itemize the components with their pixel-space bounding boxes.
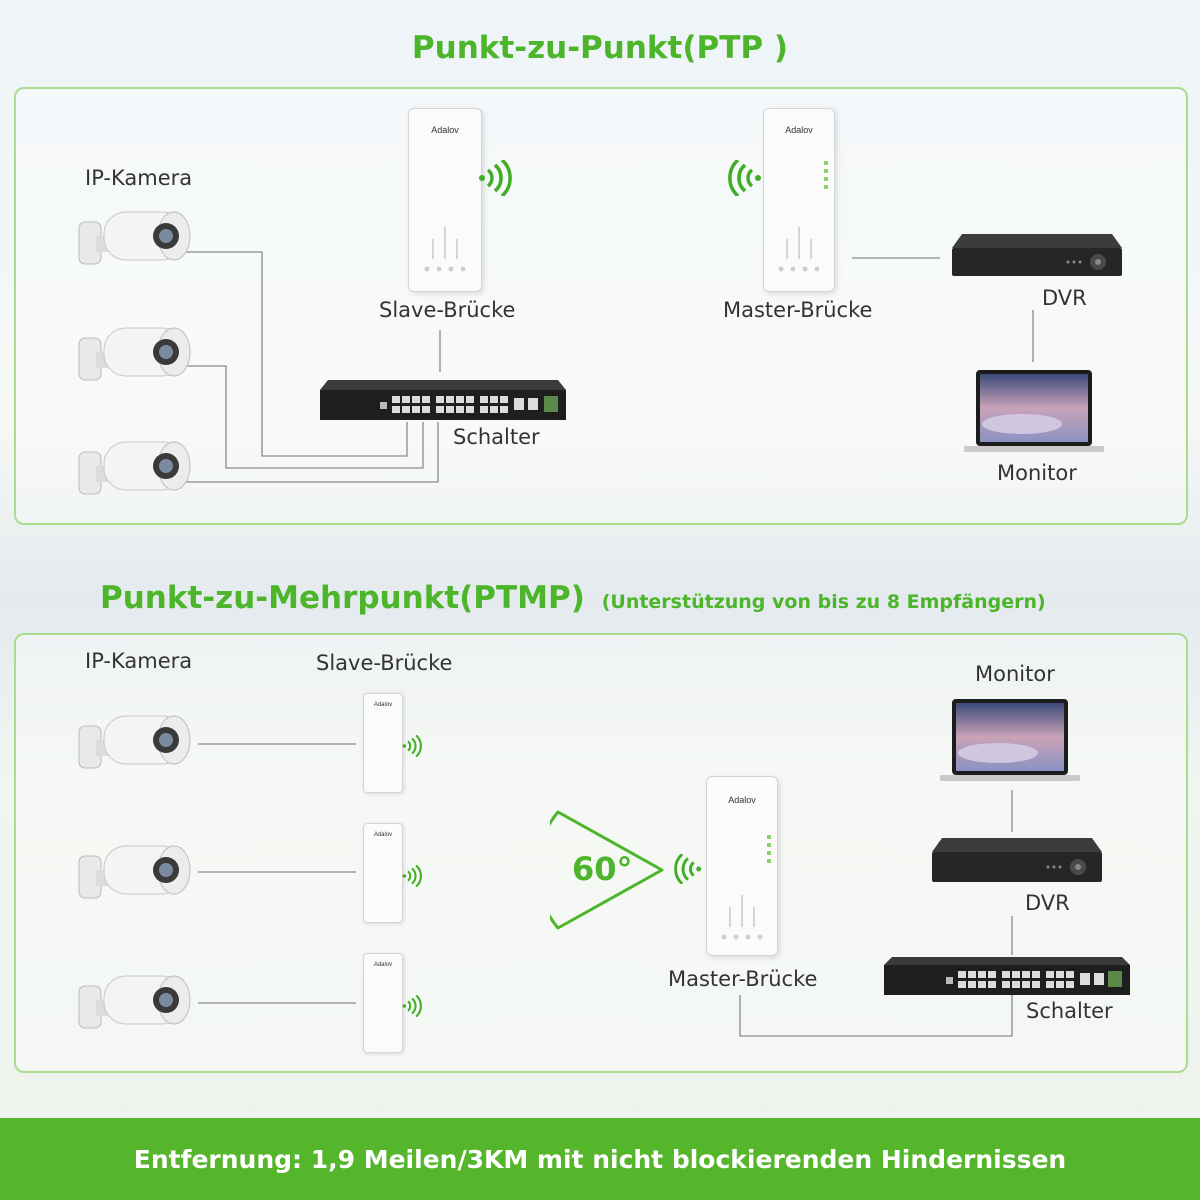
master-bridge-device: Adalov bbox=[706, 776, 778, 956]
bridge-led-icon bbox=[778, 161, 828, 272]
ip-camera-icon bbox=[78, 211, 191, 265]
ptmp-subtitle: (Unterstützung von bis zu 8 Empfängern) bbox=[601, 591, 1046, 613]
footer-text: Entfernung: 1,9 Meilen/3KM mit nicht blo… bbox=[133, 1144, 1067, 1174]
brand-label: Adalov bbox=[373, 962, 393, 968]
wifi-signal-icon bbox=[402, 865, 422, 887]
ptmp-monitor-label: Monitor bbox=[975, 662, 1055, 686]
ptp-monitor-label: Monitor bbox=[997, 461, 1077, 485]
ip-camera-icon bbox=[78, 441, 191, 495]
ip-camera-icon bbox=[78, 327, 191, 381]
angle-label: 60° bbox=[572, 850, 633, 888]
ptp-slave-label: Slave-Brücke bbox=[379, 298, 516, 322]
wifi-signal-icon bbox=[402, 995, 422, 1017]
brand-label: Adalov bbox=[373, 832, 393, 838]
slave-bridge-device: Adalov bbox=[408, 108, 482, 292]
ptmp-switch-label: Schalter bbox=[1026, 999, 1113, 1023]
monitor-laptop-icon bbox=[940, 699, 1080, 781]
dvr-icon bbox=[952, 234, 1122, 276]
coverage-angle-icon bbox=[550, 810, 664, 930]
ptmp-dvr-label: DVR bbox=[1025, 891, 1070, 915]
ip-camera-icon bbox=[78, 845, 191, 899]
bridge-vent-icon bbox=[424, 227, 466, 272]
ptp-dvr-label: DVR bbox=[1042, 286, 1087, 310]
ptp-title: Punkt-zu-Punkt(PTP ) bbox=[411, 30, 789, 66]
slave-bridge-device: Adalov bbox=[363, 823, 403, 923]
ptmp-title: Punkt-zu-Mehrpunkt(PTMP) (Unterstützung … bbox=[100, 580, 1046, 616]
slave-bridge-device: Adalov bbox=[363, 693, 403, 793]
brand-label: Adalov bbox=[785, 125, 813, 135]
ptmp-ip-camera-label: IP-Kamera bbox=[85, 649, 193, 673]
ptp-switch-label: Schalter bbox=[453, 425, 540, 449]
wifi-signal-icon bbox=[402, 735, 422, 757]
ptmp-slave-label: Slave-Brücke bbox=[316, 651, 453, 675]
ptp-ip-camera-label: IP-Kamera bbox=[85, 166, 193, 190]
dvr-icon bbox=[932, 838, 1102, 882]
bridge-led-icon bbox=[721, 835, 771, 940]
monitor-laptop-icon bbox=[964, 370, 1104, 452]
ptmp-master-label: Master-Brücke bbox=[668, 967, 818, 991]
ptmp-title-main: Punkt-zu-Mehrpunkt(PTMP) bbox=[100, 580, 585, 616]
ip-camera-icon bbox=[78, 975, 191, 1029]
brand-label: Adalov bbox=[728, 795, 756, 805]
network-switch-icon bbox=[884, 957, 1130, 995]
wifi-signal-icon bbox=[728, 160, 761, 196]
ip-camera-icon bbox=[78, 715, 191, 769]
brand-label: Adalov bbox=[431, 125, 459, 135]
ptp-master-label: Master-Brücke bbox=[723, 298, 873, 322]
master-bridge-device: Adalov bbox=[763, 108, 835, 292]
network-switch-icon bbox=[320, 380, 566, 420]
brand-label: Adalov bbox=[373, 702, 393, 708]
slave-bridge-device: Adalov bbox=[363, 953, 403, 1053]
wifi-signal-icon bbox=[674, 854, 702, 884]
wifi-signal-icon bbox=[479, 160, 512, 196]
footer-banner: Entfernung: 1,9 Meilen/3KM mit nicht blo… bbox=[0, 1118, 1200, 1200]
